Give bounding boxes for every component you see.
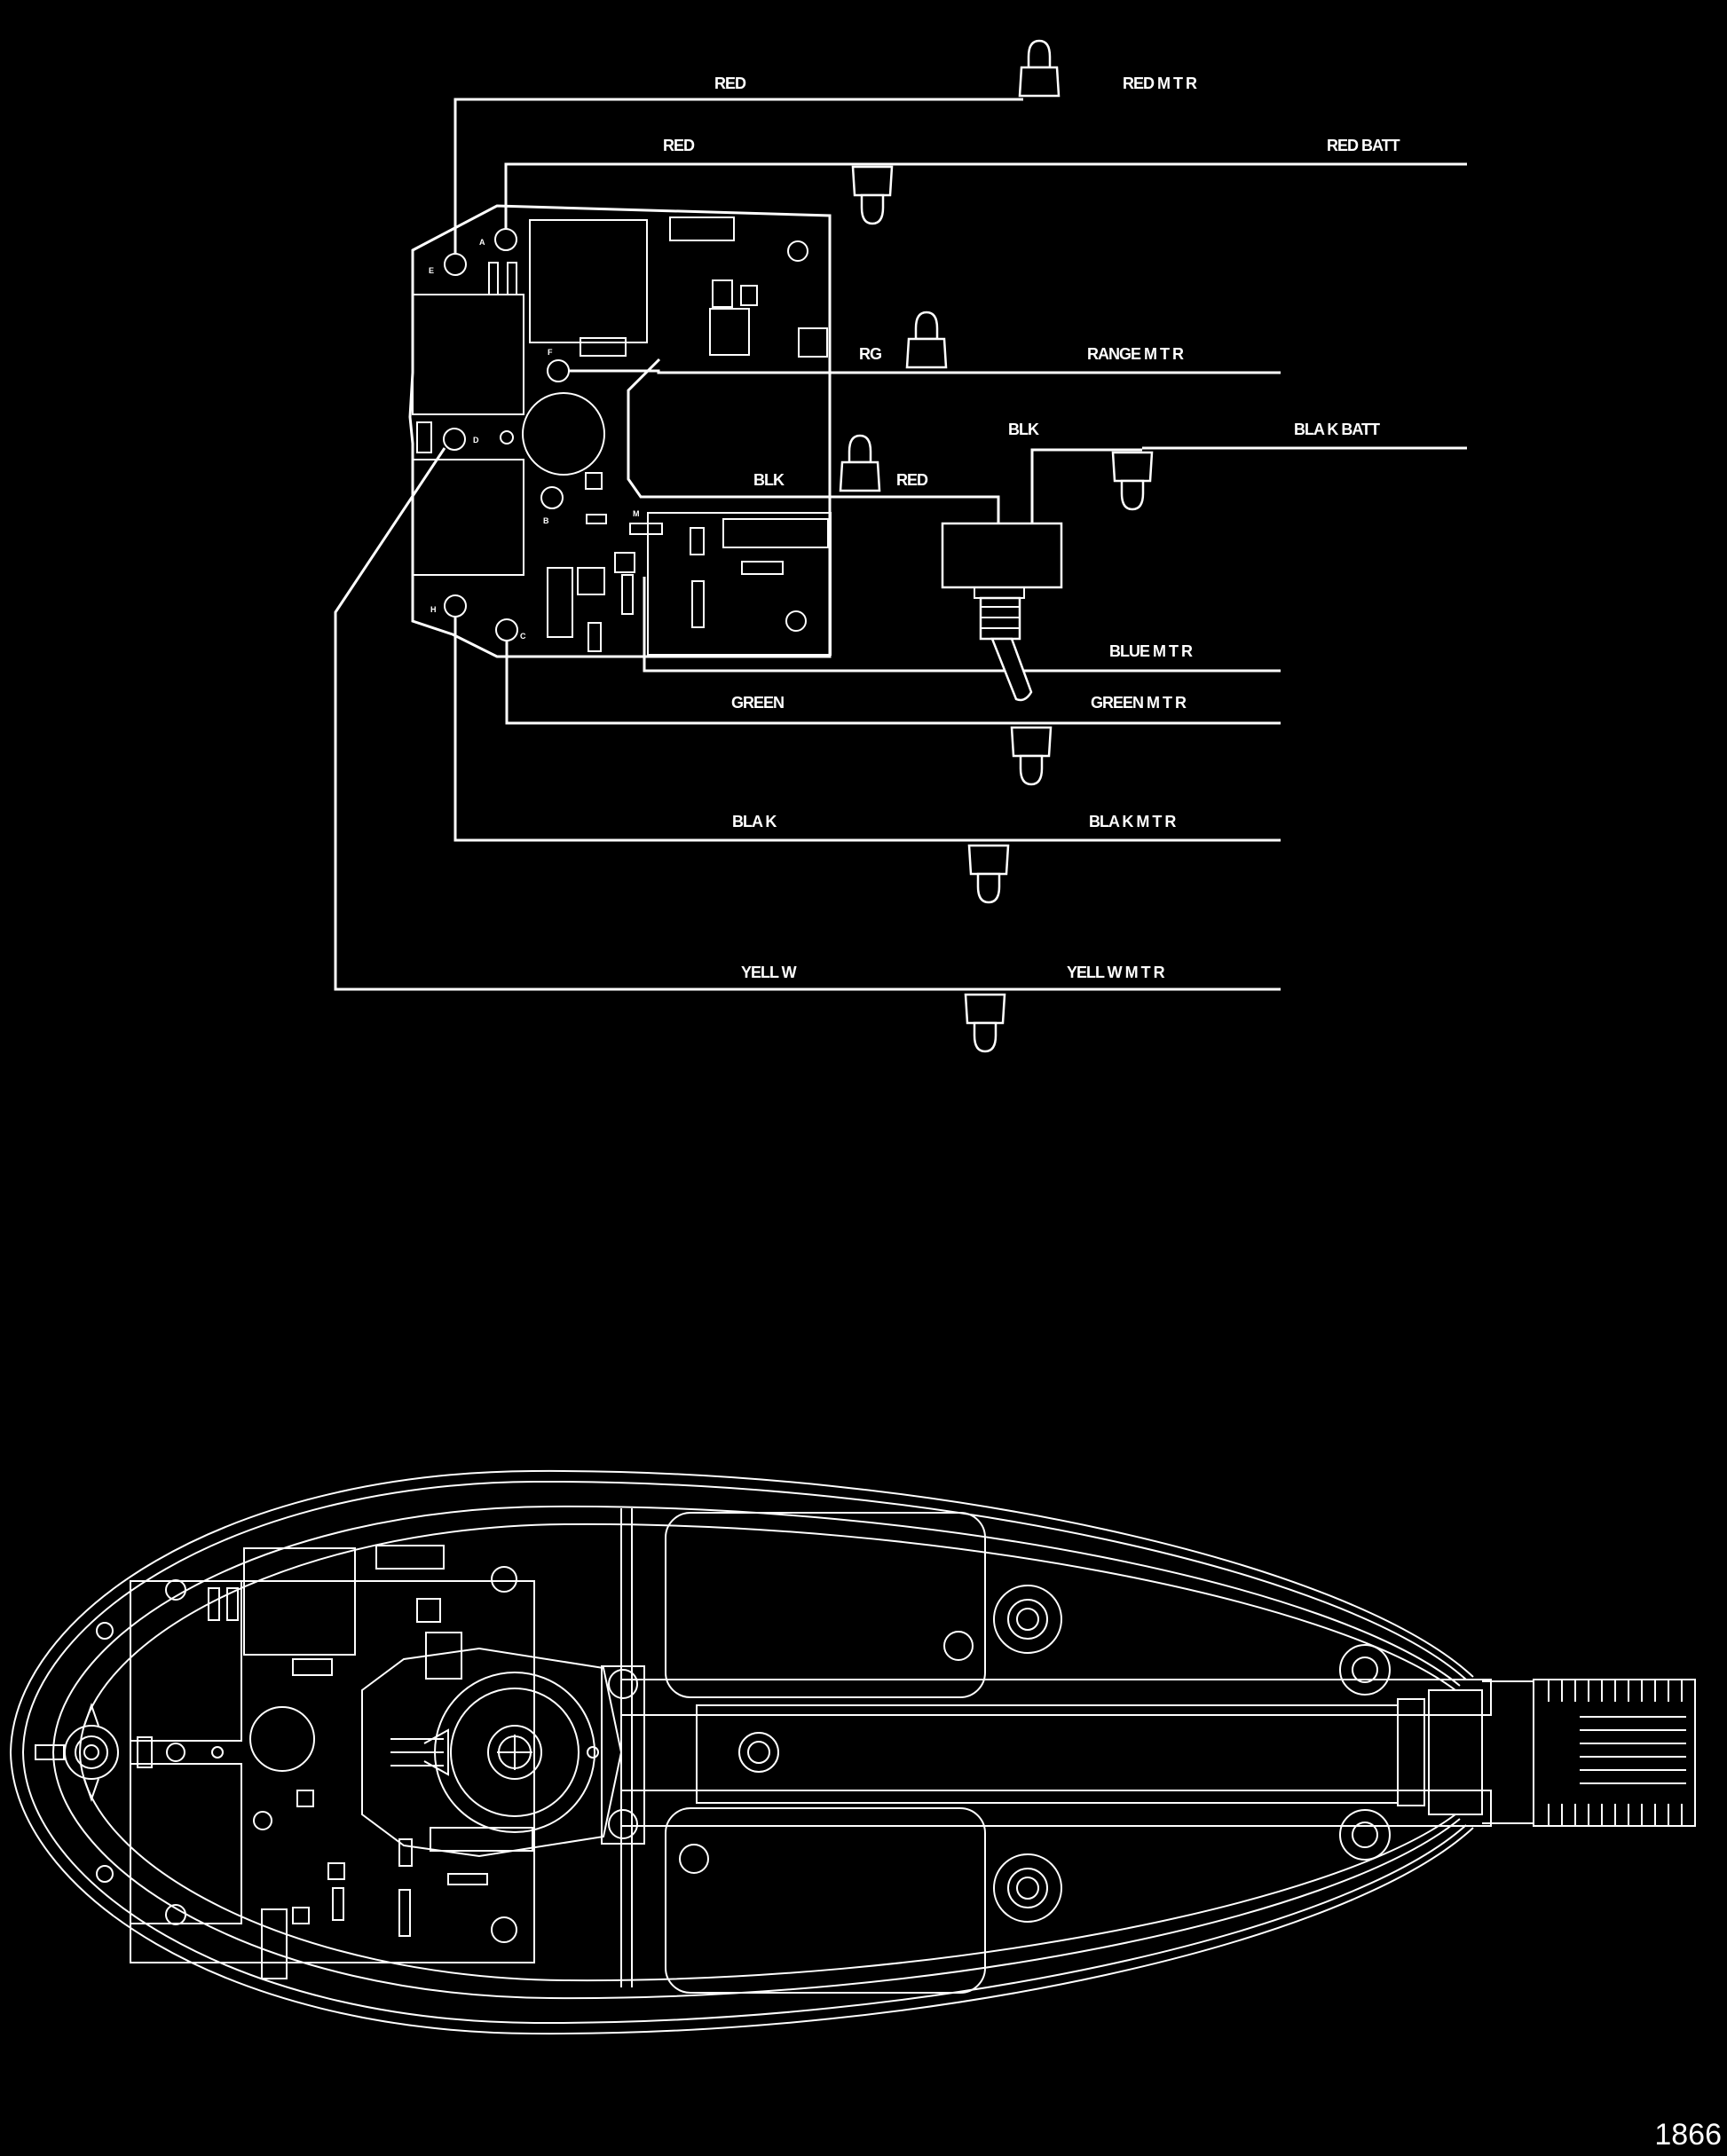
pin-label-h: H: [430, 605, 437, 614]
range-motor-connector: [905, 311, 948, 369]
pin-label-m: M: [633, 509, 640, 518]
label-range-motor: RANGE M T R: [1087, 345, 1184, 363]
label-black-battery: BLA K BATT: [1294, 421, 1380, 438]
figure-number: 1866: [1654, 2118, 1722, 2152]
label-yellow: YELL W: [741, 964, 797, 981]
pin-label-a: A: [479, 238, 485, 247]
motor-housing-top-view: [9, 1469, 1696, 2035]
blk-switch-connector: [839, 434, 881, 492]
green-motor-connector: [1010, 726, 1053, 786]
circuit-board: E A F D B M H C: [408, 204, 832, 658]
label-green: GREEN: [731, 694, 784, 712]
pin-label-f: F: [548, 348, 553, 357]
label-blue-motor: BLUE M T R: [1109, 642, 1193, 660]
yellow-motor-connector: [964, 993, 1006, 1053]
label-blk-switch: BLK: [1008, 421, 1039, 438]
label-red-2: RED: [663, 137, 695, 154]
label-red-battery: RED BATT: [1327, 137, 1400, 154]
black-motor-connector: [967, 844, 1010, 904]
label-red-switch: RED: [896, 471, 928, 489]
red-motor-connector: [1018, 39, 1061, 98]
label-green-motor: GREEN M T R: [1091, 694, 1187, 712]
wire-labels: RED RED M T R RED RED BATT RG RANGE M T …: [663, 75, 1401, 981]
pin-label-b: B: [543, 516, 549, 525]
red-battery-connector: [851, 165, 894, 225]
wires: [334, 98, 1467, 991]
pin-label-d: D: [473, 436, 479, 445]
toggle-switch: [941, 522, 1063, 702]
label-rg: RG: [859, 345, 881, 363]
label-red-motor: RED M T R: [1123, 75, 1197, 92]
black-battery-connector: [1111, 451, 1154, 511]
label-black-motor: BLA K M T R: [1089, 813, 1176, 830]
pin-label-c: C: [520, 632, 526, 641]
label-blk-left: BLK: [753, 471, 785, 489]
label-red-top: RED: [714, 75, 746, 92]
pin-label-e: E: [429, 266, 434, 275]
label-yellow-motor: YELL W M T R: [1067, 964, 1165, 981]
label-black: BLA K: [732, 813, 777, 830]
